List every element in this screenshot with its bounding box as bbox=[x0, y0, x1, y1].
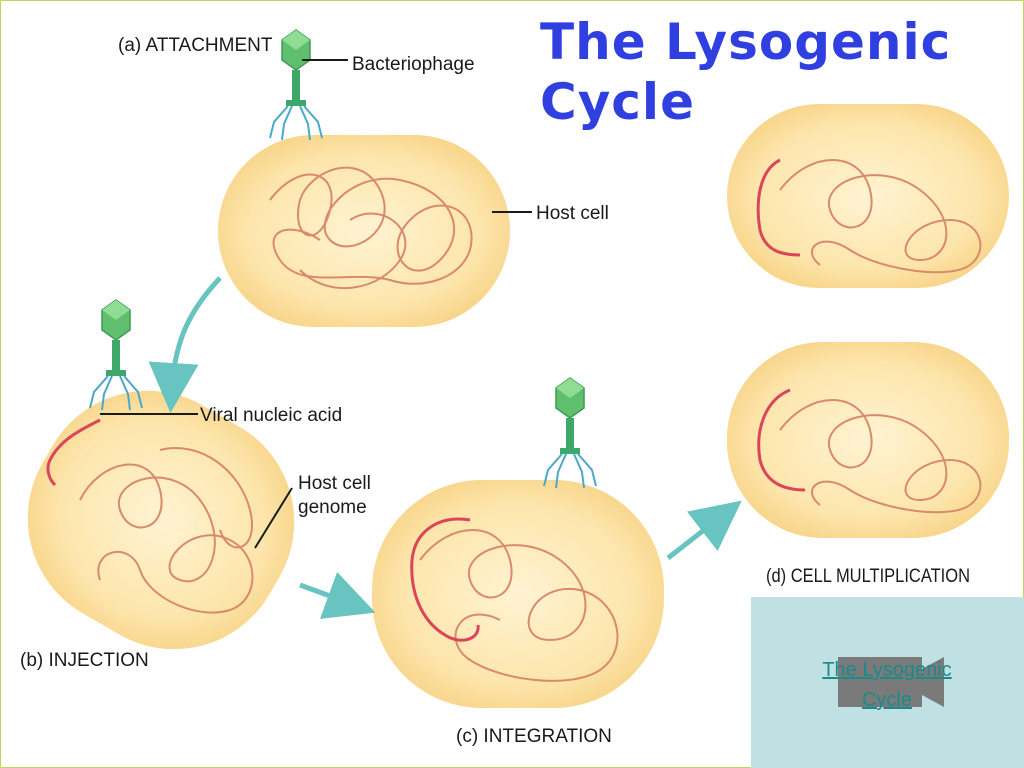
label-host-cell-genome-2: genome bbox=[298, 497, 367, 518]
label-attachment: (a) ATTACHMENT bbox=[118, 35, 273, 56]
video-link[interactable]: The Lysogenic Cycle bbox=[790, 655, 984, 715]
page-title: The Lysogenic Cycle bbox=[540, 12, 1010, 132]
title-line-2: Cycle bbox=[540, 73, 695, 131]
label-integration: (c) INTEGRATION bbox=[456, 726, 612, 747]
arrow-injection-to-integration bbox=[299, 571, 376, 619]
label-host-cell-genome-1: Host cell bbox=[298, 473, 371, 494]
title-line-1: The Lysogenic bbox=[540, 13, 952, 71]
video-link-line-1[interactable]: The Lysogenic bbox=[822, 659, 952, 681]
label-viral-nucleic-acid: Viral nucleic acid bbox=[200, 405, 342, 426]
integration-cell bbox=[372, 480, 664, 708]
attachment-cell bbox=[218, 135, 510, 327]
arrow-integration-to-multiplication bbox=[666, 500, 742, 560]
multiplication-cell-top bbox=[727, 104, 1009, 288]
injection-cell bbox=[27, 390, 295, 650]
video-link-line-2[interactable]: Cycle bbox=[861, 689, 912, 711]
label-host-cell: Host cell bbox=[536, 203, 609, 224]
bacteriophage-icon-c bbox=[543, 377, 597, 489]
arrow-attachment-to-injection bbox=[148, 276, 222, 413]
bacteriophage-icon-a bbox=[269, 29, 323, 141]
label-cell-multiplication: (d) CELL MULTIPLICATION bbox=[766, 566, 970, 587]
multiplication-cell-bottom bbox=[727, 342, 1009, 538]
label-bacteriophage: Bacteriophage bbox=[352, 54, 475, 75]
label-injection: (b) INJECTION bbox=[20, 650, 149, 671]
host-cell-genome-leader-line bbox=[254, 487, 293, 549]
video-camera-icon bbox=[838, 657, 944, 707]
